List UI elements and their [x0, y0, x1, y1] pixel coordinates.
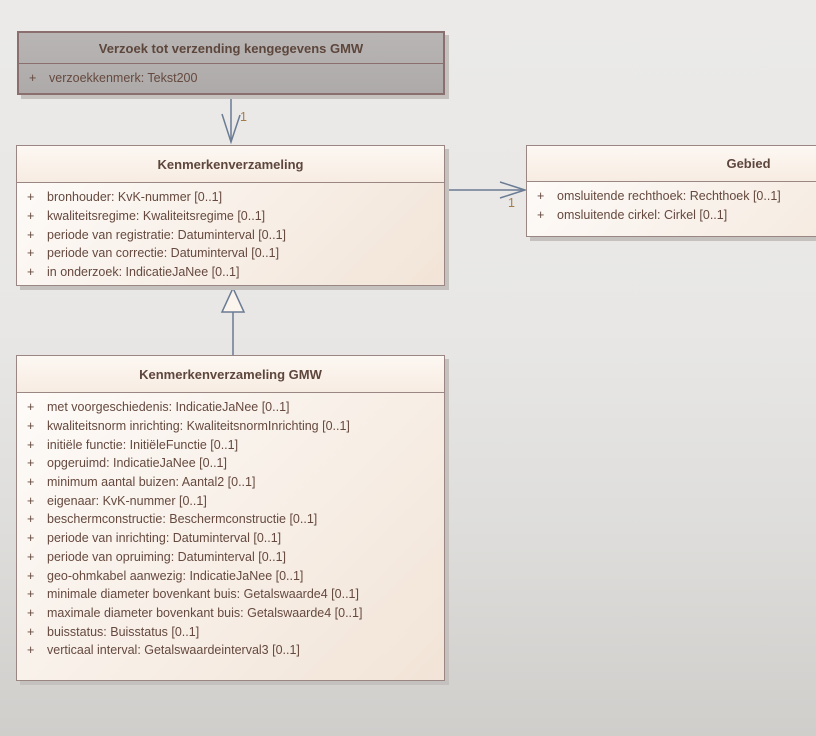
attribute-text: beschermconstructie: Beschermconstructie…	[47, 512, 318, 527]
class-kenmerkenverzameling[interactable]: Kenmerkenverzameling + bronhouder: KvK-n…	[16, 145, 445, 286]
class-title: Kenmerkenverzameling	[157, 156, 304, 172]
visibility-marker: +	[27, 209, 35, 224]
attribute-row: + maximale diameter bovenkant buis: Geta…	[17, 604, 444, 623]
attribute-text: maximale diameter bovenkant buis: Getals…	[47, 605, 363, 620]
attribute-row: + verzoekkenmerk: Tekst200	[19, 69, 443, 88]
attribute-text: kwaliteitsnorm inrichting: Kwaliteitsnor…	[47, 419, 350, 434]
visibility-marker: +	[27, 227, 35, 242]
visibility-marker: +	[27, 456, 35, 471]
attribute-row: + kwaliteitsregime: Kwaliteitsregime [0.…	[17, 207, 444, 226]
multiplicity-label: 1	[508, 196, 515, 210]
visibility-marker: +	[29, 71, 37, 86]
class-kenmerkenverzameling-gmw[interactable]: Kenmerkenverzameling GMW + met voorgesch…	[16, 355, 445, 681]
attribute-text: bronhouder: KvK-nummer [0..1]	[47, 190, 223, 205]
class-header: Verzoek tot verzending kengegevens GMW	[19, 33, 443, 64]
attribute-text: verticaal interval: Getalswaardeinterval…	[47, 643, 300, 658]
class-attribute-compartment: + bronhouder: KvK-nummer [0..1] + kwalit…	[17, 183, 444, 281]
attribute-row: + kwaliteitsnorm inrichting: Kwaliteitsn…	[17, 417, 444, 436]
attribute-row: + beschermconstructie: Beschermconstruct…	[17, 510, 444, 529]
visibility-marker: +	[27, 190, 35, 205]
attribute-row: + minimum aantal buizen: Aantal2 [0..1]	[17, 473, 444, 492]
attribute-row: + geo-ohmkabel aanwezig: IndicatieJaNee …	[17, 566, 444, 585]
attribute-text: verzoekkenmerk: Tekst200	[49, 71, 198, 86]
class-attribute-compartment: + verzoekkenmerk: Tekst200	[19, 64, 443, 88]
attribute-text: initiële functie: InitiëleFunctie [0..1]	[47, 437, 239, 452]
open-arrowhead-icon	[499, 181, 528, 199]
attribute-row: + omsluitende rechthoek: Rechthoek [0..1…	[527, 187, 816, 206]
attribute-text: periode van correctie: Datuminterval [0.…	[47, 246, 280, 261]
visibility-marker: +	[27, 587, 35, 602]
class-header: Kenmerkenverzameling GMW	[17, 356, 444, 393]
attribute-row: + met voorgeschiedenis: IndicatieJaNee […	[17, 398, 444, 417]
attribute-text: geo-ohmkabel aanwezig: IndicatieJaNee [0…	[47, 568, 304, 583]
attribute-row: + periode van inrichting: Datuminterval …	[17, 529, 444, 548]
visibility-marker: +	[27, 475, 35, 490]
visibility-marker: +	[27, 531, 35, 546]
class-title: Kenmerkenverzameling GMW	[139, 366, 322, 382]
class-attribute-compartment: + omsluitende rechthoek: Rechthoek [0..1…	[527, 182, 816, 224]
attribute-text: minimale diameter bovenkant buis: Getals…	[47, 587, 359, 602]
class-title: Gebied	[726, 156, 771, 171]
connector-kenmerkenverzameling-to-gebied[interactable]	[445, 181, 528, 199]
attribute-text: periode van registratie: Datuminterval […	[47, 227, 287, 242]
visibility-marker: +	[537, 208, 545, 223]
multiplicity-label: 1	[240, 110, 247, 124]
attribute-row: + in onderzoek: IndicatieJaNee [0..1]	[17, 263, 444, 282]
class-gebied[interactable]: Gebied + omsluitende rechthoek: Rechthoe…	[526, 145, 816, 237]
attribute-row: + bronhouder: KvK-nummer [0..1]	[17, 188, 444, 207]
attribute-row: + minimale diameter bovenkant buis: Geta…	[17, 585, 444, 604]
attribute-row: + verticaal interval: Getalswaardeinterv…	[17, 641, 444, 660]
attribute-text: buisstatus: Buisstatus [0..1]	[47, 624, 200, 639]
visibility-marker: +	[27, 568, 35, 583]
connector-verzoek-to-kenmerkenverzameling[interactable]	[221, 95, 241, 145]
visibility-marker: +	[27, 400, 35, 415]
attribute-row: + initiële functie: InitiëleFunctie [0..…	[17, 435, 444, 454]
attribute-text: minimum aantal buizen: Aantal2 [0..1]	[47, 475, 256, 490]
visibility-marker: +	[27, 605, 35, 620]
attribute-text: periode van inrichting: Datuminterval [0…	[47, 531, 282, 546]
visibility-marker: +	[27, 419, 35, 434]
connector-gmw-generalization[interactable]	[220, 286, 246, 355]
visibility-marker: +	[27, 643, 35, 658]
attribute-row: + omsluitende cirkel: Cirkel [0..1]	[527, 206, 816, 225]
class-title: Verzoek tot verzending kengegevens GMW	[98, 40, 364, 56]
class-verzoek-tot-verzending-kengegevens-gmw[interactable]: Verzoek tot verzending kengegevens GMW +…	[17, 31, 445, 95]
visibility-marker: +	[27, 624, 35, 639]
attribute-row: + buisstatus: Buisstatus [0..1]	[17, 622, 444, 641]
attribute-text: met voorgeschiedenis: IndicatieJaNee [0.…	[47, 400, 290, 415]
visibility-marker: +	[27, 265, 35, 280]
visibility-marker: +	[27, 512, 35, 527]
visibility-marker: +	[27, 549, 35, 564]
open-arrowhead-icon	[221, 113, 241, 145]
attribute-row: + periode van registratie: Datuminterval…	[17, 225, 444, 244]
attribute-row: + periode van correctie: Datuminterval […	[17, 244, 444, 263]
attribute-text: periode van opruiming: Datuminterval [0.…	[47, 549, 287, 564]
attribute-row: + periode van opruiming: Datuminterval […	[17, 548, 444, 567]
attribute-text: omsluitende rechthoek: Rechthoek [0..1]	[557, 189, 781, 204]
attribute-text: eigenaar: KvK-nummer [0..1]	[47, 493, 207, 508]
class-attribute-compartment: + met voorgeschiedenis: IndicatieJaNee […	[17, 393, 444, 660]
attribute-row: + opgeruimd: IndicatieJaNee [0..1]	[17, 454, 444, 473]
visibility-marker: +	[27, 246, 35, 261]
attribute-text: opgeruimd: IndicatieJaNee [0..1]	[47, 456, 227, 471]
visibility-marker: +	[27, 493, 35, 508]
visibility-marker: +	[537, 189, 545, 204]
class-header: Kenmerkenverzameling	[17, 146, 444, 183]
attribute-text: omsluitende cirkel: Cirkel [0..1]	[557, 208, 728, 223]
generalization-triangle-icon	[220, 286, 246, 313]
attribute-text: in onderzoek: IndicatieJaNee [0..1]	[47, 265, 240, 280]
attribute-row: + eigenaar: KvK-nummer [0..1]	[17, 491, 444, 510]
class-header: Gebied	[527, 146, 816, 182]
visibility-marker: +	[27, 437, 35, 452]
attribute-text: kwaliteitsregime: Kwaliteitsregime [0..1…	[47, 209, 266, 224]
